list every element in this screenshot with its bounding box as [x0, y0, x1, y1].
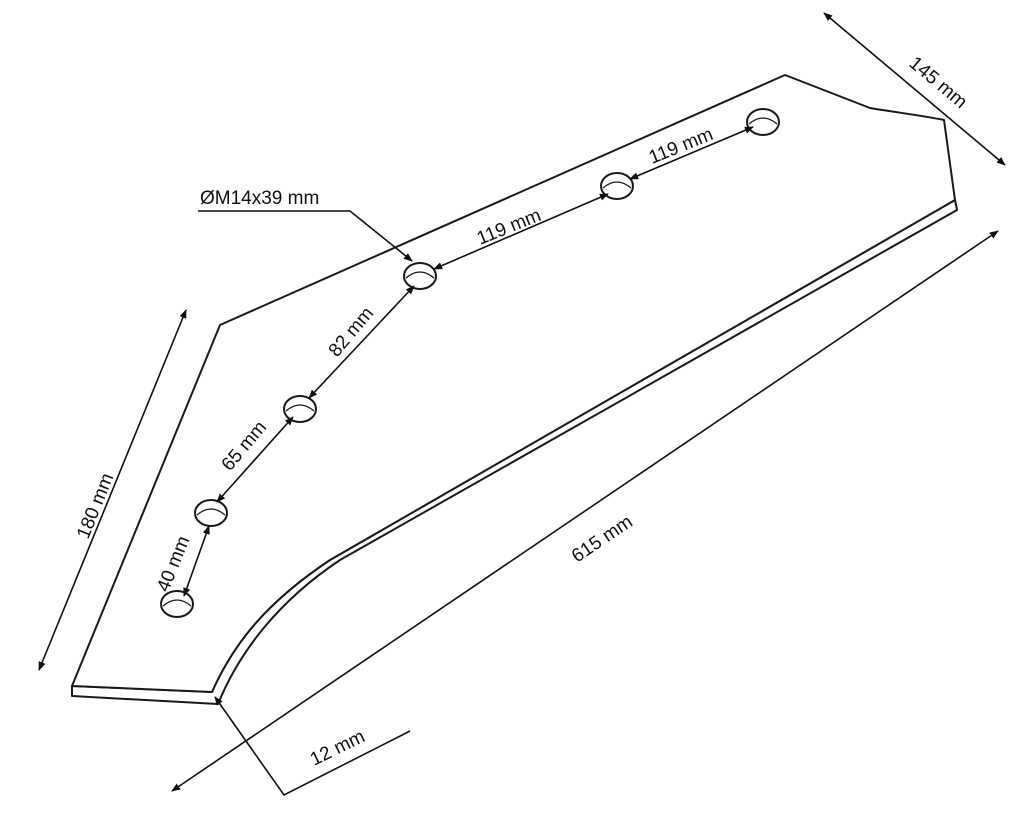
dimension-arrow-615mm [171, 230, 999, 792]
width-label-145mm: 145 mm [905, 53, 971, 113]
hole-spec-label: ØM14x39 mm [200, 188, 319, 209]
bolt-hole [283, 395, 317, 423]
bolt-hole [160, 590, 194, 618]
dimension-arrow-12mm [214, 696, 411, 797]
bolt-hole [600, 172, 634, 200]
dimension-arrow-119mm-b [629, 126, 754, 180]
thickness-label-12mm: 12 mm [307, 726, 368, 770]
dimension-arrow-180mm [38, 309, 187, 671]
bolt-hole [403, 262, 437, 290]
bolt-hole [194, 499, 228, 527]
length-label-615mm: 615 mm [568, 511, 637, 567]
height-label-180mm: 180 mm [73, 470, 118, 542]
dimension-arrow-145mm [823, 12, 1006, 166]
plate-outline [71, 74, 956, 693]
bolt-hole [746, 108, 780, 136]
